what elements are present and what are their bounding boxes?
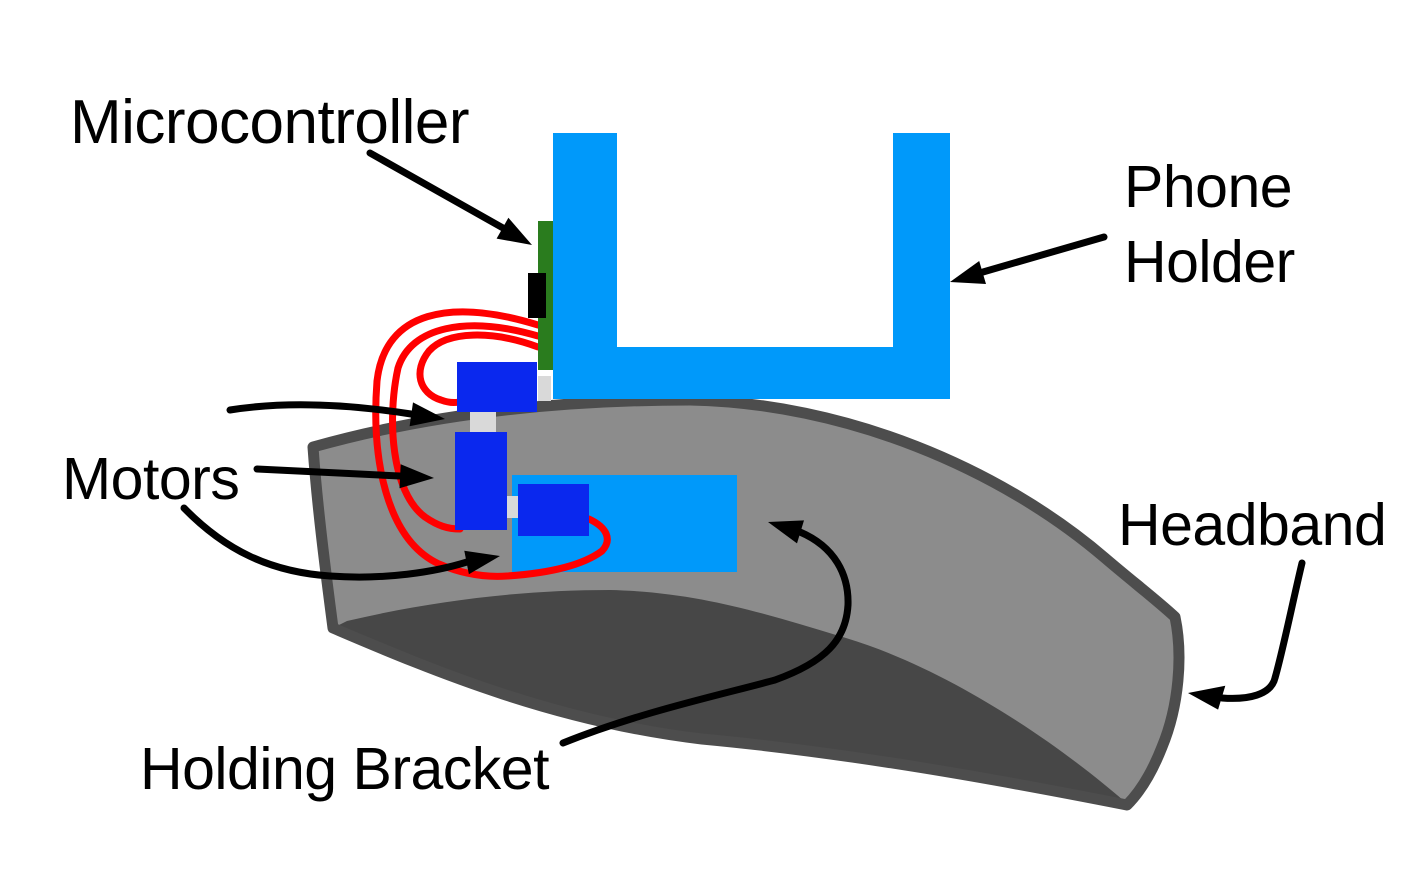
label-headband: Headband — [1118, 492, 1387, 558]
annotation-arrowheads — [399, 217, 1226, 710]
arrow-holding-bracket-line — [559, 528, 852, 747]
arrow-phone-holder-line — [979, 233, 1108, 276]
motor-2 — [455, 432, 507, 530]
phone-holder-shape — [553, 133, 950, 399]
arrow-motors-top-line — [226, 401, 415, 418]
wire-motor1 — [416, 331, 542, 407]
motor-3 — [518, 484, 589, 536]
microcontroller-chip — [528, 273, 546, 318]
label-phone-holder-line2: Holder — [1124, 229, 1295, 295]
arrow-headband-line — [1218, 559, 1306, 702]
label-phone-holder-line1: Phone — [1124, 154, 1293, 220]
arrow-motors-top-head — [409, 402, 445, 427]
label-phone-holder: Phone Holder — [1124, 150, 1295, 300]
label-motors: Motors — [62, 446, 240, 512]
arrow-microcontroller-line — [366, 149, 507, 232]
motor-1 — [457, 362, 537, 412]
connector-motor2-motor3 — [507, 496, 519, 518]
arrow-motors-mid-line — [253, 465, 404, 480]
arrow-motors-bottom-head — [464, 550, 500, 575]
headband-shadow — [335, 590, 1124, 801]
annotation-arrows — [180, 149, 1306, 747]
arrow-motors-mid-head — [399, 464, 434, 489]
arrow-microcontroller-head — [496, 217, 532, 245]
wire-motor3 — [372, 308, 611, 580]
arrow-holding-bracket-head — [768, 520, 804, 544]
label-holding-bracket: Holding Bracket — [140, 736, 550, 802]
connector-motor1-holder — [538, 376, 551, 401]
label-microcontroller: Microcontroller — [70, 88, 470, 157]
arrow-headband-head — [1188, 685, 1226, 710]
arrow-phone-holder-head — [950, 261, 986, 284]
headband-outline — [307, 394, 1185, 811]
arrow-motors-bottom-line — [180, 504, 471, 581]
connector-motor1-motor2 — [470, 412, 496, 432]
